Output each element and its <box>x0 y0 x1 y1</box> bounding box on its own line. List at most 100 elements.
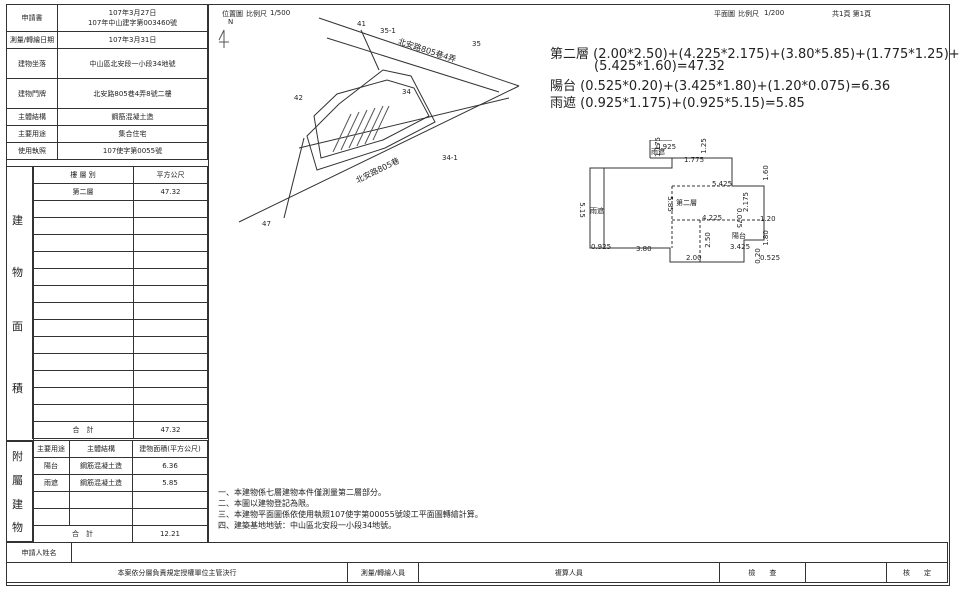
divider <box>208 4 209 542</box>
annex-total-label: 合 計 <box>32 525 133 543</box>
area-char-3: 積 <box>12 382 23 395</box>
dim-label: 4.225 <box>702 214 723 222</box>
empty-cell <box>32 387 134 405</box>
empty-cell <box>133 370 208 388</box>
empty-cell <box>133 251 208 269</box>
area-total-label: 合 計 <box>32 421 134 439</box>
dim-label: 3.80 <box>636 245 652 253</box>
page-indicator: 共1頁 第1頁 <box>832 10 872 18</box>
empty-cell <box>32 508 70 526</box>
surveyor-label: 測量/轉繪人員 <box>346 562 419 583</box>
floor-plan-scale-label: 比例尺 <box>738 10 759 18</box>
area-char-2: 面 <box>12 320 23 333</box>
apply-cell: 107年3月27日 107年中山建字第003460號 <box>57 4 208 32</box>
empty-cell <box>32 336 134 354</box>
lot-line <box>283 137 305 219</box>
area-section <box>6 166 34 442</box>
empty-cell <box>32 319 134 337</box>
dim-label: 0.925 <box>591 243 612 251</box>
empty-cell <box>133 302 208 320</box>
empty-cell <box>133 319 208 337</box>
room-canopy-label-top: 雨遮 <box>651 148 665 156</box>
floor-outline <box>589 157 765 263</box>
annex-area-0: 6.36 <box>132 457 208 475</box>
area-row-0: 47.32 <box>133 183 208 201</box>
annex-char-0: 附 <box>12 450 23 463</box>
survey-date-label: 測量/轉繪日期 <box>6 31 58 49</box>
formula-line-4: 雨遮 (0.925*1.175)+(0.925*5.15)=5.85 <box>550 96 805 111</box>
empty-cell <box>133 234 208 252</box>
area-total: 47.32 <box>133 421 208 439</box>
dim-label: 0.075 <box>735 207 744 229</box>
floor-plan-title: 平面圖 <box>714 10 735 18</box>
lot-34: 34 <box>402 88 411 96</box>
empty-cell <box>32 251 134 269</box>
footer-table: 申請人姓名 本案依分層負責規定授權單位主管決行 測量/轉繪人員 複算人員 檢 查… <box>6 542 949 583</box>
empty-cell <box>32 353 134 371</box>
note-2: 二、本圖以建物登記為限。 <box>218 499 314 508</box>
empty-cell <box>32 217 134 235</box>
empty-cell <box>32 491 70 509</box>
note-1: 一、本建物係七層建物本件僅測量第二層部分。 <box>218 488 386 497</box>
address-label: 建物門牌 <box>6 78 58 109</box>
empty-cell <box>69 491 133 509</box>
floor-plan <box>589 140 765 263</box>
annex-structure-1: 鋼筋混凝土造 <box>69 474 133 492</box>
room-balcony-label: 陽台 <box>732 232 746 240</box>
annex-char-3: 物 <box>12 521 23 534</box>
col-floor: 樓 層 別 <box>32 166 134 184</box>
empty-cell <box>132 491 208 509</box>
approver-label: 核 定 <box>885 562 949 583</box>
site-plan <box>218 17 520 223</box>
dim-label: 1.20 <box>760 215 776 223</box>
reviewer-label: 複算人員 <box>417 562 720 583</box>
lot-35: 35 <box>472 40 481 48</box>
lot-41: 41 <box>357 20 366 28</box>
room-floor-label: 第二層 <box>676 199 697 207</box>
road-edge <box>298 97 510 149</box>
annex-area-1: 5.85 <box>132 474 208 492</box>
building-outline <box>306 69 436 171</box>
lot-34-1: 34-1 <box>442 154 458 162</box>
lot-47: 47 <box>262 220 271 228</box>
dim-label: 1.775 <box>684 156 705 164</box>
floor-row-0: 第二層 <box>32 183 134 201</box>
road-edge <box>318 17 520 87</box>
empty-cell <box>32 404 134 422</box>
lot-outline <box>313 79 430 159</box>
empty-cell <box>133 404 208 422</box>
empty-cell <box>32 302 134 320</box>
note-3: 三、本建物平面圖係依使用執照107使字第00055號竣工平面圖轉繪計算。 <box>218 510 483 519</box>
dim-label: 2.50 <box>703 232 712 248</box>
annex-total: 12.21 <box>132 525 208 543</box>
note-4: 四、建築基地地號：中山區北安段一小段34地號。 <box>218 521 397 530</box>
annex-char-1: 屬 <box>12 474 23 487</box>
empty-cell <box>133 200 208 218</box>
col-structure: 主體結構 <box>69 440 133 458</box>
info-table: 申請書 107年3月27日 107年中山建字第003460號 測量/轉繪日期 1… <box>6 4 208 160</box>
annex-use-0: 陽台 <box>32 457 70 475</box>
lot-35-1: 35-1 <box>380 27 396 35</box>
annex-table: 主要用途 主體結構 建物面積(平方公尺) 陽台 鋼筋混凝土造 6.36 雨遮 鋼… <box>32 440 208 543</box>
dim-label: 1.80 <box>761 230 770 246</box>
license-label: 使用執照 <box>6 142 58 160</box>
checker-value <box>804 562 887 583</box>
col-area: 平方公尺 <box>133 166 208 184</box>
empty-cell <box>133 336 208 354</box>
use: 集合住宅 <box>57 125 208 143</box>
empty-cell <box>133 353 208 371</box>
structure-label: 主體結構 <box>6 108 58 126</box>
empty-cell <box>32 285 134 303</box>
area-char-0: 建 <box>12 214 23 227</box>
north-label: N <box>228 18 234 26</box>
dim-label: 2.00 <box>686 254 702 262</box>
empty-cell <box>132 508 208 526</box>
empty-cell <box>32 370 134 388</box>
dim-label: 1.60 <box>761 165 770 181</box>
authority-label: 本案依分層負責規定授權單位主管決行 <box>6 562 348 583</box>
lot-line <box>360 29 380 71</box>
formula-line-3: 陽台 (0.525*0.20)+(3.425*1.80)+(1.20*0.075… <box>550 79 891 94</box>
road-edge <box>326 37 500 93</box>
checker-label: 檢 查 <box>718 562 806 583</box>
annex-structure-0: 鋼筋混凝土造 <box>69 457 133 475</box>
